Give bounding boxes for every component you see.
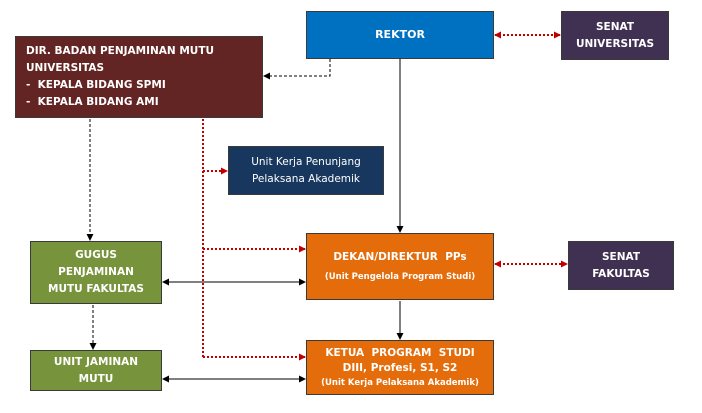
node-kaprodi-line-2: DIII, Profesi, S1, S2: [342, 362, 458, 375]
node-unit-kerja-penunjang: Unit Kerja Penunjang Pelaksana Akademik: [228, 146, 384, 195]
node-kaprodi-subtitle: (Unit Kerja Pelaksana Akademik): [321, 377, 479, 388]
node-dir-line-1: DIR. BADAN PENJAMINAN MUTU: [26, 45, 215, 58]
node-senat-universitas-line-2: UNIVERSITAS: [575, 37, 655, 50]
node-dir-line-3: - KEPALA BIDANG SPMI: [26, 79, 166, 91]
node-gugus-line-2: PENJAMINAN: [58, 266, 134, 279]
node-gugus-line-1: GUGUS: [75, 249, 117, 262]
node-senat-fakultas: SENAT FAKULTAS: [568, 241, 674, 290]
node-unit-jaminan-mutu: UNIT JAMINAN MUTU: [30, 350, 162, 391]
node-senat-universitas: SENAT UNIVERSITAS: [561, 11, 669, 60]
node-dekan-title: DEKAN/DIREKTUR PPs: [333, 250, 467, 263]
node-rektor: REKTOR: [306, 11, 494, 59]
node-rektor-label: REKTOR: [375, 28, 425, 42]
node-dekan-subtitle: (Unit Pengelola Program Studi): [324, 272, 476, 283]
node-kaprodi-line-1: KETUA PROGRAM STUDI: [325, 347, 475, 360]
node-senat-fakultas-line-1: SENAT: [602, 251, 640, 264]
node-senat-fakultas-line-2: FAKULTAS: [592, 267, 650, 280]
node-ujm-line-2: MUTU: [78, 372, 114, 385]
node-gugus-line-3: MUTU FAKULTAS: [48, 282, 144, 295]
node-gugus-penjaminan-mutu: GUGUS PENJAMINAN MUTU FAKULTAS: [30, 241, 162, 304]
node-unit-kerja-line-1: Unit Kerja Penunjang: [251, 156, 361, 169]
node-dekan-direktur: DEKAN/DIREKTUR PPs (Unit Pengelola Progr…: [306, 233, 494, 300]
node-dir-badan-penjaminan-mutu: DIR. BADAN PENJAMINAN MUTU UNIVERSITAS -…: [15, 36, 263, 118]
node-dir-line-4: - KEPALA BIDANG AMI: [26, 95, 159, 108]
node-ujm-line-1: UNIT JAMINAN: [53, 356, 139, 369]
node-ketua-program-studi: KETUA PROGRAM STUDI DIII, Profesi, S1, S…: [306, 340, 494, 395]
edge-rektor-dir: [263, 59, 331, 80]
node-senat-universitas-line-1: SENAT: [596, 21, 634, 34]
node-dir-line-2: UNIVERSITAS: [26, 62, 105, 75]
node-unit-kerja-line-2: Pelaksana Akademik: [251, 172, 361, 185]
